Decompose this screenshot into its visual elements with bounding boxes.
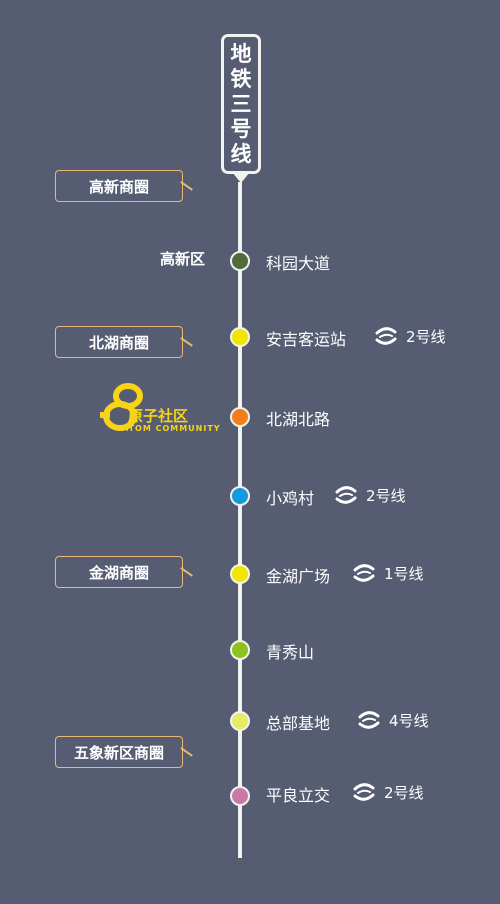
transfer-info: 4号线 — [357, 708, 429, 732]
station-dot — [230, 251, 250, 271]
station-dot — [230, 407, 250, 427]
title-char: 铁 — [230, 66, 252, 91]
station-name: 小鸡村 — [266, 489, 315, 508]
transfer-line: 4号线 — [389, 711, 429, 730]
station-dot — [230, 640, 250, 660]
transfer-line: 2号线 — [406, 327, 446, 346]
transfer-line: 1号线 — [384, 564, 424, 583]
station-name: 金湖广场 — [266, 567, 331, 586]
atom-community-logo — [100, 383, 143, 431]
station-dot — [230, 327, 250, 347]
logo-subtext: ATOM COMMUNITY — [122, 424, 221, 433]
station-name: 青秀山 — [266, 643, 315, 662]
transfer-info: 2号线 — [334, 483, 406, 507]
title-char: 号 — [230, 116, 252, 141]
station-dot — [230, 486, 250, 506]
station-name: 科园大道 — [266, 254, 331, 273]
transfer-icon — [375, 327, 397, 345]
logo-text: 原子社区 — [128, 407, 189, 425]
transfer-info: 2号线 — [352, 780, 424, 804]
zone-pointer — [180, 567, 193, 577]
zone-label-text: 北湖商圈 — [88, 333, 149, 352]
district-label: 高新区 — [160, 250, 206, 268]
title-char: 地 — [230, 41, 252, 66]
zone-label-gaoxin: 高新商圈 — [55, 170, 193, 202]
title-char: 线 — [230, 141, 252, 166]
zone-label-beihu: 北湖商圈 — [55, 326, 193, 358]
transfer-line: 2号线 — [366, 486, 406, 505]
line-title-badge: 地 铁 三 号 线 — [221, 34, 261, 174]
zone-label-text: 金湖商圈 — [88, 563, 149, 582]
station-dot — [230, 711, 250, 731]
transfer-icon — [358, 711, 380, 729]
station-name: 北湖北路 — [266, 410, 331, 429]
station-name: 平良立交 — [266, 786, 331, 805]
metro-line — [238, 182, 242, 858]
zone-label-text: 五象新区商圈 — [73, 743, 164, 762]
zone-label-wuxiang: 五象新区商圈 — [55, 736, 193, 768]
zone-pointer — [180, 337, 193, 347]
station-name: 总部基地 — [266, 714, 331, 733]
zone-pointer — [180, 747, 193, 757]
zone-pointer — [180, 181, 193, 191]
transfer-info: 1号线 — [352, 561, 424, 585]
station-name: 安吉客运站 — [266, 330, 347, 349]
transfer-icon — [353, 783, 375, 801]
station-dot — [230, 786, 250, 806]
zone-label-text: 高新商圈 — [88, 177, 149, 196]
zone-label-jinhu: 金湖商圈 — [55, 556, 193, 588]
title-char: 三 — [230, 91, 252, 116]
transfer-line: 2号线 — [384, 783, 424, 802]
transfer-icon — [353, 564, 375, 582]
transfer-icon — [335, 486, 357, 504]
transfer-info: 2号线 — [374, 324, 446, 348]
station-dot — [230, 564, 250, 584]
